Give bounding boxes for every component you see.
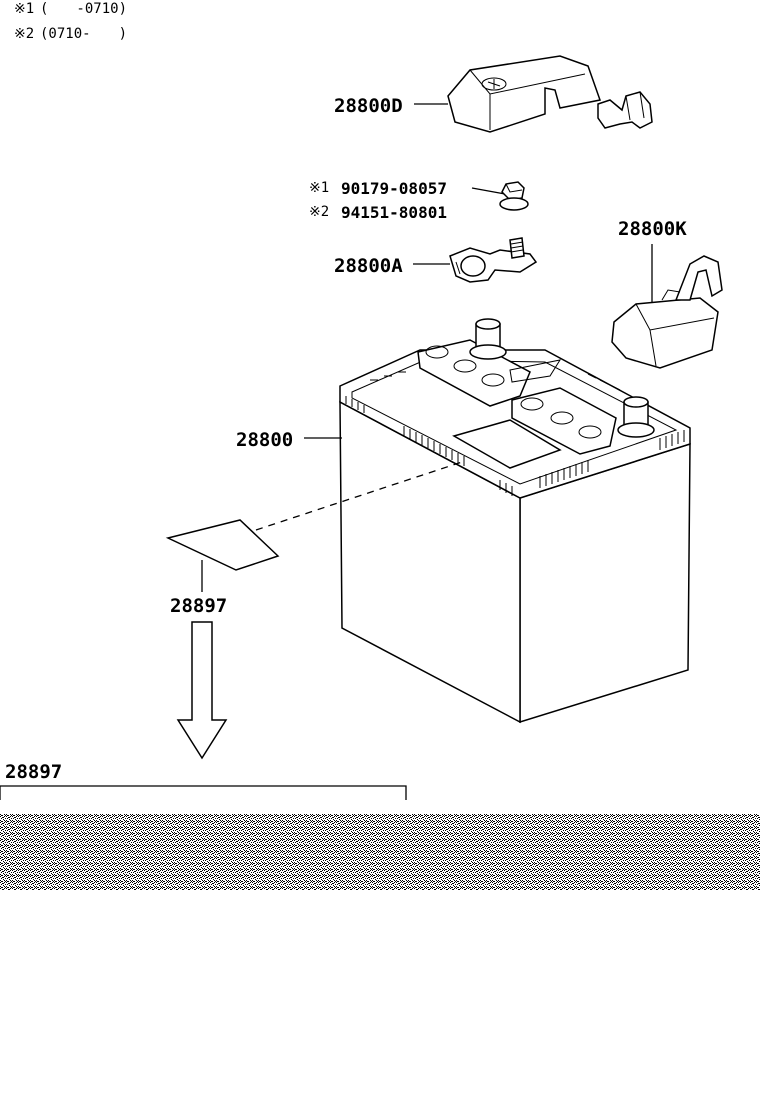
terminal-clamp-drawing — [449, 237, 538, 283]
label-28800: 28800 — [236, 429, 293, 451]
label-28800k: 28800K — [618, 218, 687, 240]
terminal-cover-d-drawing — [447, 55, 653, 133]
label-28897: 28897 — [170, 595, 227, 617]
note-1-text: ( -0710) — [40, 1, 127, 17]
note-2-text: (0710- ) — [40, 26, 127, 42]
label-28800a: 28800A — [334, 255, 403, 277]
label-image-noise — [0, 814, 760, 890]
battery-drawing — [339, 318, 691, 724]
note-2-mark: ※2 — [14, 26, 34, 42]
label-sheet-drawing — [165, 519, 280, 571]
terminal-cover-k-drawing — [611, 255, 723, 369]
note-1-mark: ※1 — [14, 1, 34, 17]
label-90179-08057: 90179-08057 — [341, 179, 447, 198]
bolt-note-2-mark: ※2 — [309, 204, 329, 220]
detail-title: 28897 — [5, 761, 62, 783]
label-28800d: 28800D — [334, 95, 403, 117]
label-94151-80801: 94151-80801 — [341, 203, 447, 222]
bolt-note-1-mark: ※1 — [309, 180, 329, 196]
label-sheet-leader-dashed — [255, 461, 463, 531]
down-arrow-icon — [176, 621, 228, 760]
nut-drawing — [499, 181, 529, 211]
detail-bracket — [0, 785, 407, 800]
